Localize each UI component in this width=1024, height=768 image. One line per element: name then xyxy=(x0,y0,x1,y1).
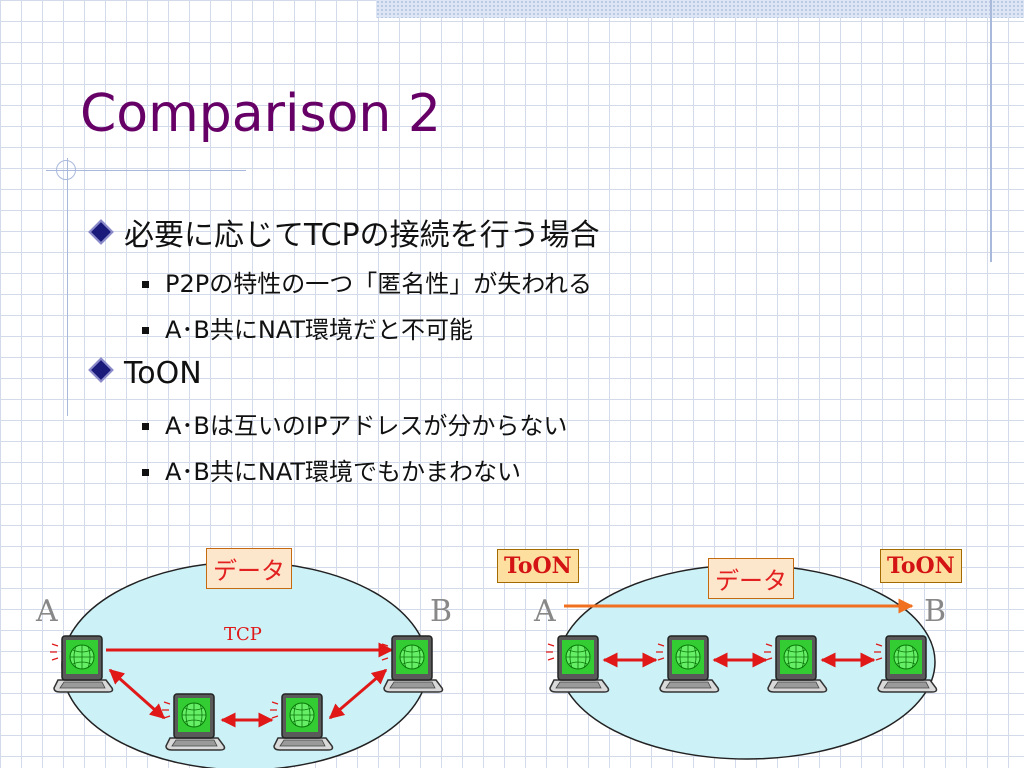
network-ellipse-left xyxy=(61,561,429,768)
tcp-link-label: TCP xyxy=(224,624,262,645)
bullet-level2: P2Pの特性の一つ「匿名性」が失われる xyxy=(142,264,592,299)
slide-title: Comparison 2 xyxy=(80,84,441,144)
bullet-level1: ToON xyxy=(86,356,202,391)
node-a-label-left: A xyxy=(36,594,58,629)
bullet-text: 必要に応じてTCPの接続を行う場合 xyxy=(124,218,600,253)
bullet-level2: A･B共にNAT環境でもかまわない xyxy=(142,452,521,487)
bullet-text: A･Bは互いのIPアドレスが分からない xyxy=(165,412,568,440)
toon-label-right: ToON xyxy=(880,549,962,583)
bullet-text: A･B共にNAT環境でもかまわない xyxy=(165,458,522,486)
bullet-level2: A･B共にNAT環境だと不可能 xyxy=(142,310,473,345)
square-bullet-icon xyxy=(142,469,149,476)
node-b-label-right: B xyxy=(924,594,947,629)
node-b-label-left: B xyxy=(430,594,453,629)
bullet-level1: 必要に応じてTCPの接続を行う場合 xyxy=(86,210,600,254)
square-bullet-icon xyxy=(142,281,149,288)
decorative-vertical-line-right xyxy=(990,0,992,262)
bullet-text: P2Pの特性の一つ「匿名性」が失われる xyxy=(165,270,593,298)
decorative-crosshair-icon xyxy=(56,160,76,180)
data-label-left: データ xyxy=(206,548,292,589)
bullet-text: A･B共にNAT環境だと不可能 xyxy=(165,316,474,344)
node-a-label-right: A xyxy=(534,594,556,629)
data-label-right: データ xyxy=(708,558,794,599)
bullet-level2: A･Bは互いのIPアドレスが分からない xyxy=(142,406,567,441)
square-bullet-icon xyxy=(142,423,149,430)
decorative-title-underline xyxy=(46,170,246,171)
bullet-text: ToON xyxy=(124,356,202,391)
square-bullet-icon xyxy=(142,327,149,334)
link-node-to-b xyxy=(328,668,388,720)
decorative-top-band xyxy=(376,0,1024,18)
toon-label-left: ToON xyxy=(497,549,579,583)
link-a-to-node xyxy=(108,668,166,720)
decorative-vertical-line-left xyxy=(67,158,68,416)
